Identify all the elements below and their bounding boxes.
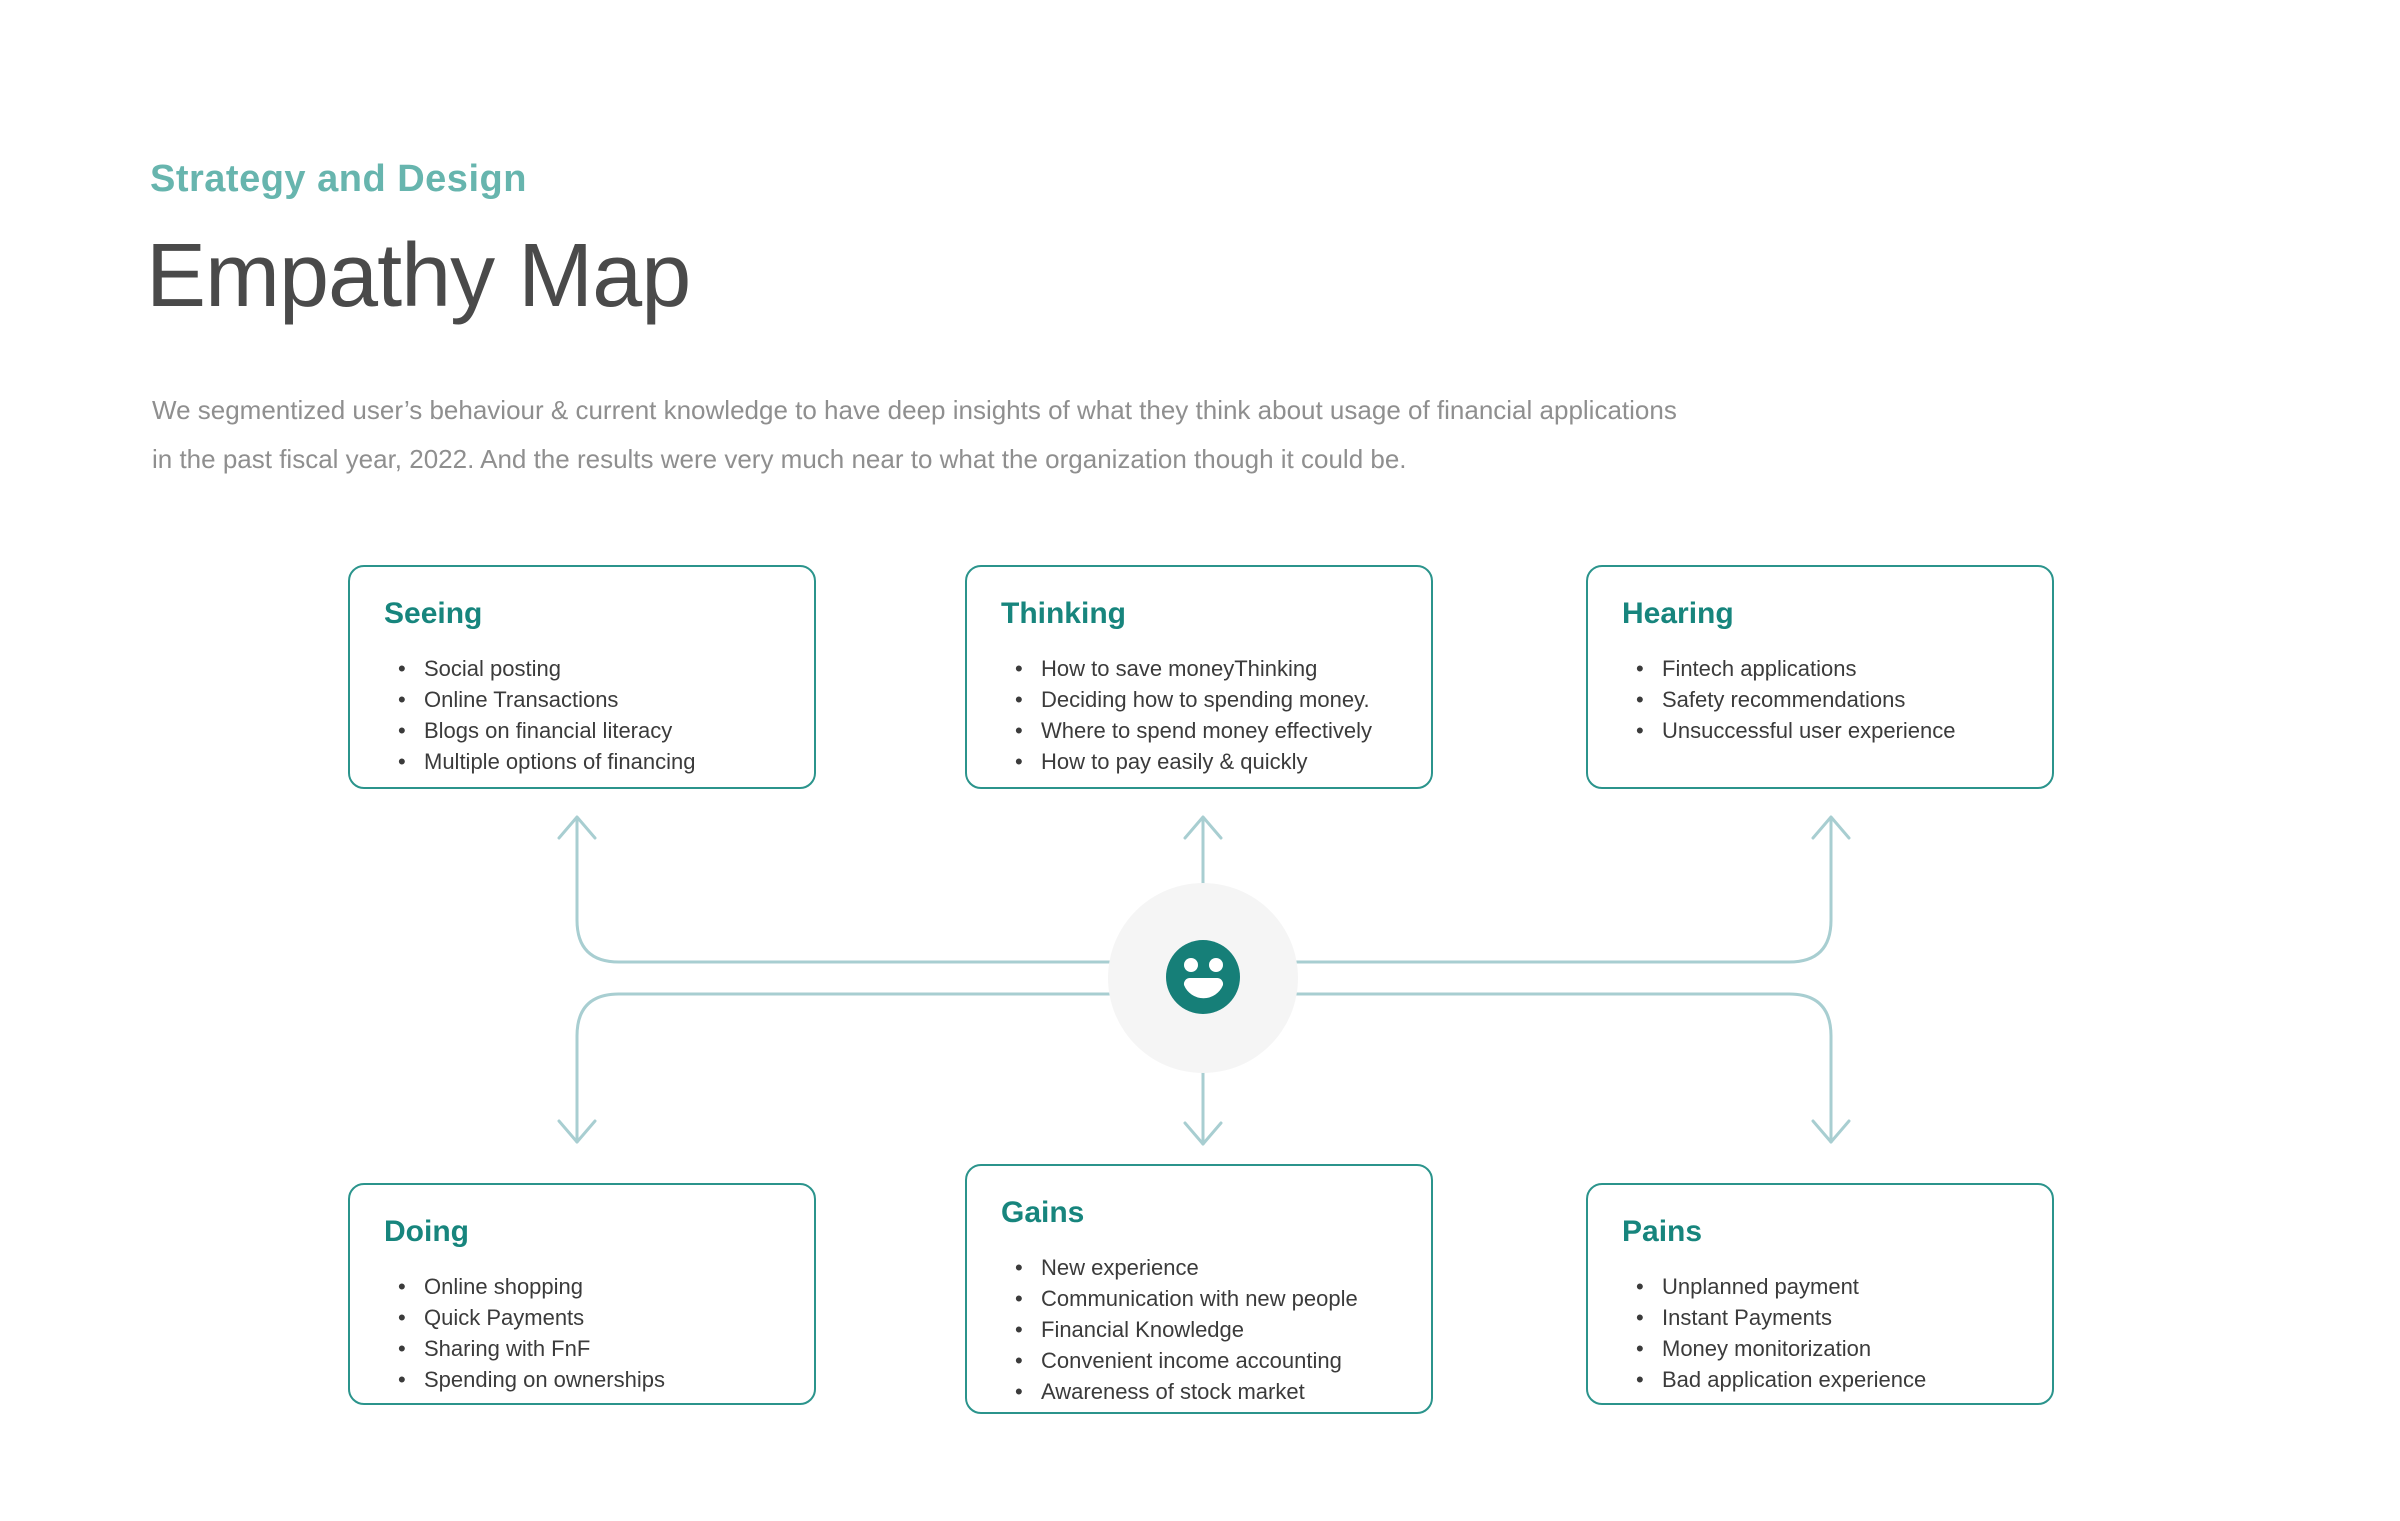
panel-item: How to save moneyThinking (1011, 653, 1397, 684)
panel-hearing: Hearing Fintech applicationsSafety recom… (1586, 565, 2054, 789)
panel-item: Online Transactions (394, 684, 780, 715)
user-avatar (1108, 883, 1298, 1073)
panel-item: Quick Payments (394, 1302, 780, 1333)
panel-item: Multiple options of financing (394, 746, 780, 777)
panel-item: How to pay easily & quickly (1011, 746, 1397, 777)
panel-title: Thinking (1001, 597, 1126, 630)
panel-title: Hearing (1622, 597, 1734, 630)
panel-list: Fintech applicationsSafety recommendatio… (1622, 653, 2018, 746)
panel-item: Money monitorization (1632, 1333, 2018, 1364)
panel-item: Unsuccessful user experience (1632, 715, 2018, 746)
panel-item: Safety recommendations (1632, 684, 2018, 715)
panel-list: Social postingOnline TransactionsBlogs o… (384, 653, 780, 777)
panel-item: Online shopping (394, 1271, 780, 1302)
panel-list: Online shoppingQuick PaymentsSharing wit… (384, 1271, 780, 1395)
panel-seeing: Seeing Social postingOnline Transactions… (348, 565, 816, 789)
panel-item: Unplanned payment (1632, 1271, 2018, 1302)
panel-item: Where to spend money effectively (1011, 715, 1397, 746)
panel-title: Pains (1622, 1215, 1703, 1248)
panel-item: Deciding how to spending money. (1011, 684, 1397, 715)
panel-doing: Doing Online shoppingQuick PaymentsShari… (348, 1183, 816, 1405)
panel-item: New experience (1011, 1252, 1397, 1283)
panel-list: New experienceCommunication with new peo… (1001, 1252, 1397, 1407)
panel-title: Gains (1001, 1196, 1085, 1229)
panel-list: How to save moneyThinkingDeciding how to… (1001, 653, 1397, 777)
description-line: in the past fiscal year, 2022. And the r… (152, 444, 1407, 474)
panel-item: Instant Payments (1632, 1302, 2018, 1333)
panel-item: Social posting (394, 653, 780, 684)
panel-item: Communication with new people (1011, 1283, 1397, 1314)
panel-item: Sharing with FnF (394, 1333, 780, 1364)
panel-list: Unplanned paymentInstant PaymentsMoney m… (1622, 1271, 2018, 1395)
page-description: We segmentized user’s behaviour & curren… (152, 386, 2102, 484)
panel-gains: Gains New experienceCommunication with n… (965, 1164, 1433, 1414)
panel-item: Spending on ownerships (394, 1364, 780, 1395)
description-line: We segmentized user’s behaviour & curren… (152, 395, 1677, 425)
panel-item: Fintech applications (1632, 653, 2018, 684)
eyebrow-label: Strategy and Design (150, 158, 527, 200)
panel-item: Awareness of stock market (1011, 1376, 1397, 1407)
panel-item: Convenient income accounting (1011, 1345, 1397, 1376)
smiley-face-icon (1166, 940, 1240, 1014)
arrow-up-center-icon (1183, 815, 1223, 890)
panel-title: Seeing (384, 597, 483, 630)
panel-pains: Pains Unplanned paymentInstant PaymentsM… (1586, 1183, 2054, 1405)
panel-thinking: Thinking How to save moneyThinkingDecidi… (965, 565, 1433, 789)
panel-item: Blogs on financial literacy (394, 715, 780, 746)
page-title: Empathy Map (146, 226, 691, 326)
panel-title: Doing (384, 1215, 469, 1248)
panel-item: Bad application experience (1632, 1364, 2018, 1395)
arrow-down-center-icon (1183, 1068, 1223, 1146)
panel-item: Financial Knowledge (1011, 1314, 1397, 1345)
